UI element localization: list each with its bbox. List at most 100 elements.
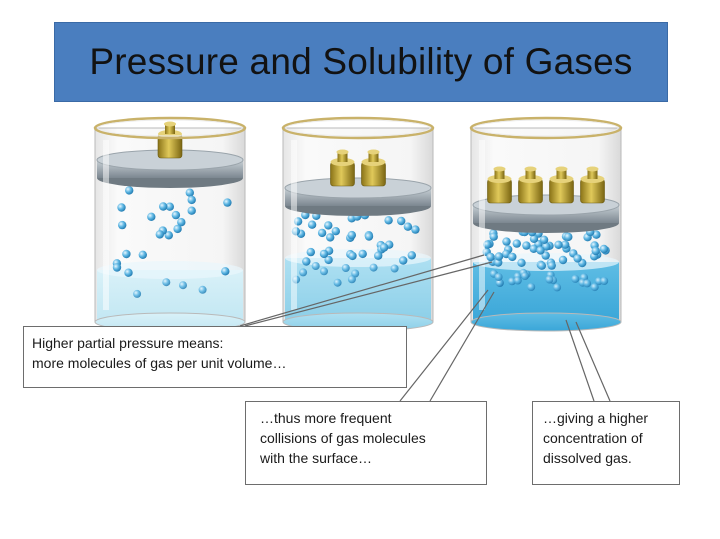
gas-molecule — [187, 195, 196, 205]
gas-molecule — [536, 246, 545, 255]
gas-molecule — [599, 244, 609, 254]
gas-molecule — [223, 198, 232, 207]
liquid — [285, 258, 431, 322]
weight — [487, 166, 512, 204]
weight — [549, 166, 574, 204]
callout-line: concentration of — [543, 430, 643, 446]
gas-molecule — [529, 234, 539, 243]
title-banner: Pressure and Solubility of Gases — [54, 22, 668, 102]
gas-molecule — [171, 210, 181, 220]
gas-molecule — [403, 222, 413, 231]
gas-molecule — [561, 240, 570, 249]
gas-molecule — [112, 263, 122, 272]
gas-molecule — [326, 233, 335, 242]
gas-molecule — [117, 203, 126, 212]
weight — [580, 166, 605, 204]
gas-molecule — [185, 188, 194, 197]
gas-molecule — [522, 241, 531, 250]
pointer-line-2b — [429, 291, 495, 402]
callout-collisions: …thus more frequent collisions of gas mo… — [245, 401, 487, 485]
gas-molecule — [159, 202, 168, 211]
dissolved-molecule — [369, 263, 378, 272]
weight — [157, 121, 183, 159]
gas-molecule — [411, 225, 420, 234]
gas-molecule — [558, 255, 568, 265]
gas-molecule — [529, 244, 538, 253]
gas-molecule — [155, 230, 164, 239]
gas-molecule — [118, 220, 127, 230]
gas-molecule — [494, 252, 504, 261]
gas-molecule — [177, 218, 186, 227]
beaker-rim — [281, 116, 435, 140]
callout-line: dissolved gas. — [543, 450, 632, 466]
gas-molecule — [364, 232, 374, 241]
gas-molecule — [302, 257, 311, 266]
gas-molecule — [541, 251, 550, 260]
gas-molecule — [483, 240, 492, 249]
beaker-rim — [93, 116, 247, 140]
dissolved-molecule — [351, 269, 360, 278]
pointer-line-3b — [575, 321, 611, 402]
dissolved-molecule — [341, 264, 350, 272]
gas-molecule — [486, 252, 495, 262]
gas-molecule — [358, 249, 367, 259]
gas-molecule — [517, 258, 526, 267]
gas-molecule — [324, 255, 333, 265]
beaker-3 — [469, 116, 623, 332]
gas-molecule — [348, 251, 357, 261]
gas-molecule — [539, 235, 549, 244]
gas-molecule — [399, 256, 408, 265]
gas-molecule — [554, 240, 563, 249]
gas-molecule — [138, 250, 147, 259]
dissolved-molecule — [571, 274, 580, 283]
gas-molecule — [317, 228, 327, 238]
weight — [518, 166, 543, 204]
gas-molecule — [512, 239, 521, 248]
weight — [330, 149, 355, 187]
gas-molecule — [407, 251, 416, 260]
dissolved-molecule — [133, 289, 142, 298]
dissolved-molecule — [198, 285, 207, 294]
beaker-rim — [469, 116, 623, 140]
dissolved-molecule — [600, 277, 609, 285]
dissolved-molecule — [521, 272, 529, 280]
liquid-surface — [97, 261, 243, 279]
dissolved-molecule — [545, 275, 554, 284]
gas-molecule — [147, 212, 156, 221]
dissolved-molecule — [390, 264, 399, 273]
gas-molecule — [547, 261, 556, 270]
callout-line: Higher partial pressure means: — [32, 335, 224, 351]
gas-molecule — [537, 261, 546, 270]
dissolved-molecule — [311, 262, 320, 270]
callout-line: with the surface… — [260, 450, 373, 466]
gas-molecule — [319, 249, 329, 259]
gas-molecule — [502, 237, 511, 246]
gas-molecule — [125, 186, 134, 195]
gas-molecule — [173, 224, 182, 234]
pointer-line-1 — [239, 254, 485, 327]
page-title: Pressure and Solubility of Gases — [89, 41, 633, 82]
callout-pointers — [239, 254, 611, 402]
gas-molecule — [591, 246, 600, 256]
pointer-line-1b — [244, 261, 493, 327]
gas-molecule — [122, 249, 131, 259]
gas-molecule — [187, 206, 196, 215]
dissolved-molecule — [553, 283, 562, 292]
dissolved-molecule — [590, 283, 599, 292]
gas-molecule — [307, 220, 317, 229]
beaker-1 — [93, 116, 247, 332]
gas-molecule — [331, 227, 340, 236]
dissolved-molecule — [494, 273, 503, 281]
gas-molecule — [384, 216, 393, 225]
pointer-line-2 — [399, 289, 489, 402]
dissolved-molecule — [162, 278, 171, 287]
callout-dissolved-gas: …giving a higher concentration of dissol… — [532, 401, 680, 485]
callout-line: more molecules of gas per unit volume… — [32, 355, 287, 371]
gas-molecule — [347, 230, 356, 240]
dissolved-molecule — [347, 275, 356, 284]
callout-line: collisions of gas molecules — [260, 430, 426, 446]
piston-top — [284, 177, 432, 199]
dissolved-molecule — [320, 267, 328, 276]
gas-molecule — [508, 252, 517, 262]
